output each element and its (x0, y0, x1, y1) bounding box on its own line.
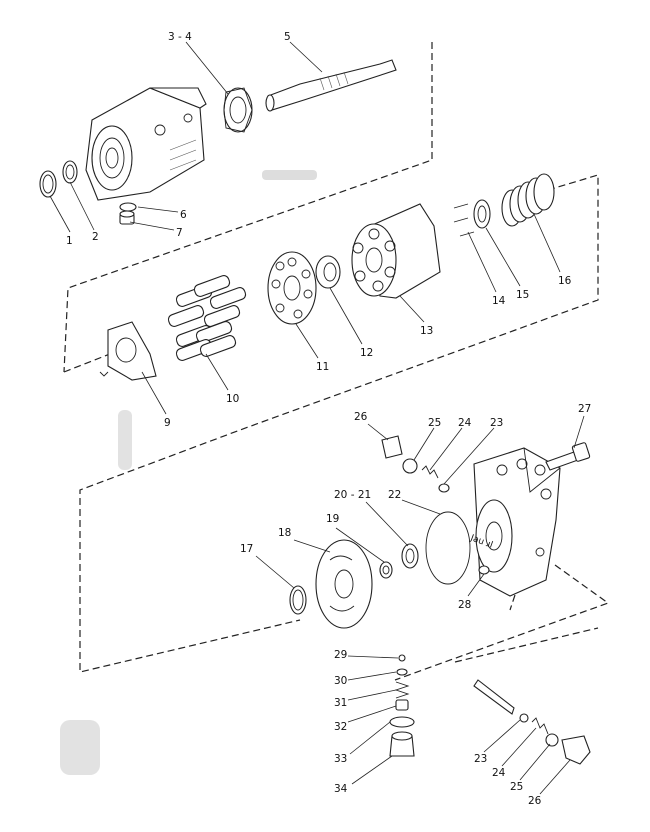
relief-valve-lower (473, 679, 591, 765)
gasket (425, 511, 471, 585)
label-26-upper: 26 (354, 411, 368, 423)
label-32: 32 (334, 721, 347, 733)
label-25-lower: 25 (510, 781, 523, 793)
bearing (223, 87, 253, 133)
end-cover: Jau ɹl (468, 447, 561, 597)
label-5: 5 (284, 31, 291, 43)
label-29: 29 (334, 649, 347, 661)
label-1: 1 (66, 235, 73, 247)
spherical-bushing (315, 255, 341, 289)
label-9: 9 (164, 417, 171, 429)
label-22: 22 (388, 489, 401, 501)
label-31: 31 (334, 697, 347, 709)
label-3-4: 3 - 4 (168, 31, 192, 43)
label-10: 10 (226, 393, 239, 405)
label-13: 13 (420, 325, 433, 337)
label-23-upper: 23 (490, 417, 503, 429)
valve-plate (315, 539, 373, 629)
label-7: 7 (176, 227, 183, 239)
label-24-lower: 24 (492, 767, 506, 779)
seal-rings (39, 160, 78, 198)
label-20-21: 20 - 21 (334, 489, 371, 501)
cylinder-block (351, 203, 441, 299)
snap-ring (289, 585, 307, 615)
label-34: 34 (334, 783, 348, 795)
label-2: 2 (92, 231, 99, 243)
needle-bearing (379, 561, 393, 579)
valve-stack (389, 654, 415, 757)
label-23-lower: 23 (474, 753, 487, 765)
watermark-blur (60, 170, 317, 775)
pump-housing (85, 87, 207, 201)
label-16: 16 (558, 275, 572, 287)
washer (473, 199, 491, 229)
label-26-lower: 26 (528, 795, 542, 807)
label-28: 28 (458, 599, 471, 611)
label-18: 18 (278, 527, 291, 539)
leader-lines (49, 41, 585, 795)
relief-valve-upper (381, 435, 450, 493)
label-11: 11 (316, 361, 329, 373)
label-27: 27 (578, 403, 591, 415)
label-19: 19 (326, 513, 339, 525)
small-plug (478, 565, 490, 575)
label-24-upper: 24 (458, 417, 472, 429)
label-17: 17 (240, 543, 253, 555)
label-14: 14 (492, 295, 506, 307)
plug-and-oring (119, 202, 137, 225)
piston-set (167, 275, 247, 361)
label-33: 33 (334, 753, 347, 765)
label-30: 30 (334, 675, 347, 687)
retainer-plate (267, 251, 317, 325)
label-15: 15 (516, 289, 529, 301)
swash-plate (99, 321, 157, 381)
drive-shaft (265, 59, 397, 112)
spring (501, 173, 555, 227)
roller-bearing (401, 543, 419, 569)
label-25-upper: 25 (428, 417, 441, 429)
label-6: 6 (180, 209, 187, 221)
pins (453, 203, 475, 237)
label-12: 12 (360, 347, 373, 359)
bolt (545, 442, 591, 471)
callout-labels: 3 - 4 5 1 2 6 7 9 10 11 12 13 14 15 16 1… (66, 31, 591, 807)
